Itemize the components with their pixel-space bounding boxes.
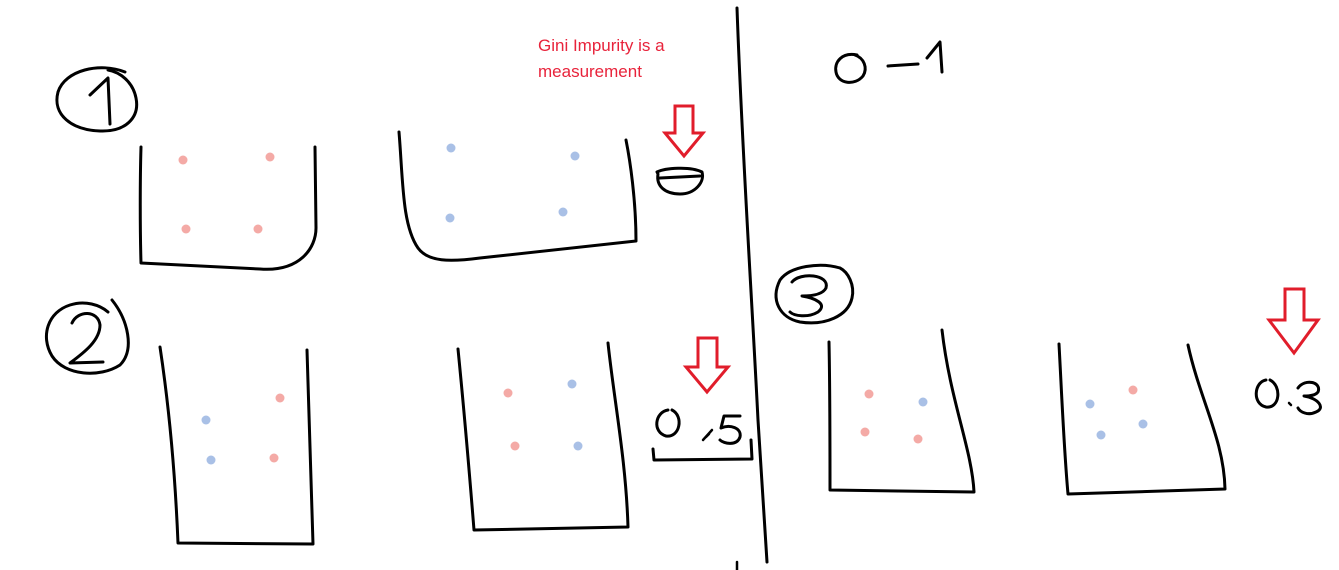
case-1-number-glyph — [88, 76, 112, 126]
case-3-number-glyph — [788, 274, 828, 318]
case-3 — [774, 263, 1322, 496]
case-3-result-decimal-point — [1287, 401, 1293, 407]
case-1-result-zero — [655, 166, 705, 196]
case-2-right-dot-blue — [567, 379, 577, 389]
case-2-right-dot-red — [503, 388, 513, 398]
case-1-left-dot-red — [253, 224, 263, 234]
case-3-result-digit-zero — [1254, 378, 1280, 409]
annotation-line-2: measurement — [538, 62, 642, 81]
case-1-right-dot-blue — [446, 143, 456, 153]
case-2-left-dot-blue — [201, 415, 211, 425]
case-2-left-dot-blue — [206, 455, 216, 465]
case-2-result-bracket — [651, 438, 754, 462]
case-2-number-circle — [44, 298, 130, 375]
scale-dash — [886, 62, 920, 68]
case-1-number-circle — [55, 66, 139, 133]
case-2-number-glyph — [68, 312, 105, 365]
case-3-result-digit-three — [1296, 380, 1322, 416]
case-2-result-decimal-point — [701, 428, 714, 442]
case-2 — [44, 298, 754, 546]
vertical-divider — [735, 6, 769, 564]
case-1-left-dot-red — [178, 155, 188, 165]
scale-zero — [834, 52, 867, 84]
scale-one — [925, 40, 944, 74]
case-3-left-dot-red — [913, 434, 923, 444]
case-1-result-arrow — [661, 104, 707, 159]
annotation-line-1: Gini Impurity is a — [538, 36, 665, 55]
case-3-left-bucket — [827, 328, 976, 494]
case-2-result-digit-zero — [655, 408, 681, 438]
case-3-left-dot-blue — [918, 397, 928, 407]
case-1-left-dot-red — [181, 224, 191, 234]
case-3-left-dot-red — [860, 427, 870, 437]
case-2-right-dot-blue — [573, 441, 583, 451]
case-1-right-bucket — [397, 130, 638, 262]
case-3-right-bucket — [1057, 342, 1227, 496]
case-1-left-dot-red — [265, 152, 275, 162]
case-1 — [55, 66, 707, 271]
case-2-result-arrow — [682, 336, 732, 395]
case-1-right-dot-blue — [558, 207, 568, 217]
case-3-right-dot-blue — [1085, 399, 1095, 409]
case-3-right-dot-red — [1128, 385, 1138, 395]
case-3-right-dot-blue — [1138, 419, 1148, 429]
case-2-result-digit-five — [718, 414, 742, 445]
case-2-right-bucket — [456, 341, 630, 532]
case-2-left-dot-red — [269, 453, 279, 463]
case-2-right-dot-red — [510, 441, 520, 451]
case-1-right-dot-blue — [570, 151, 580, 161]
case-3-result-arrow — [1265, 287, 1321, 356]
case-2-left-bucket — [158, 345, 315, 546]
case-3-number-circle — [774, 263, 855, 325]
scale-label — [834, 40, 944, 84]
case-1-left-bucket — [138, 145, 318, 271]
case-3-right-dot-blue — [1096, 430, 1106, 440]
case-1-right-dot-blue — [445, 213, 455, 223]
case-2-left-dot-red — [275, 393, 285, 403]
annotation-note: Gini Impurity is a measurement — [538, 33, 728, 85]
case-3-left-dot-red — [864, 389, 874, 399]
